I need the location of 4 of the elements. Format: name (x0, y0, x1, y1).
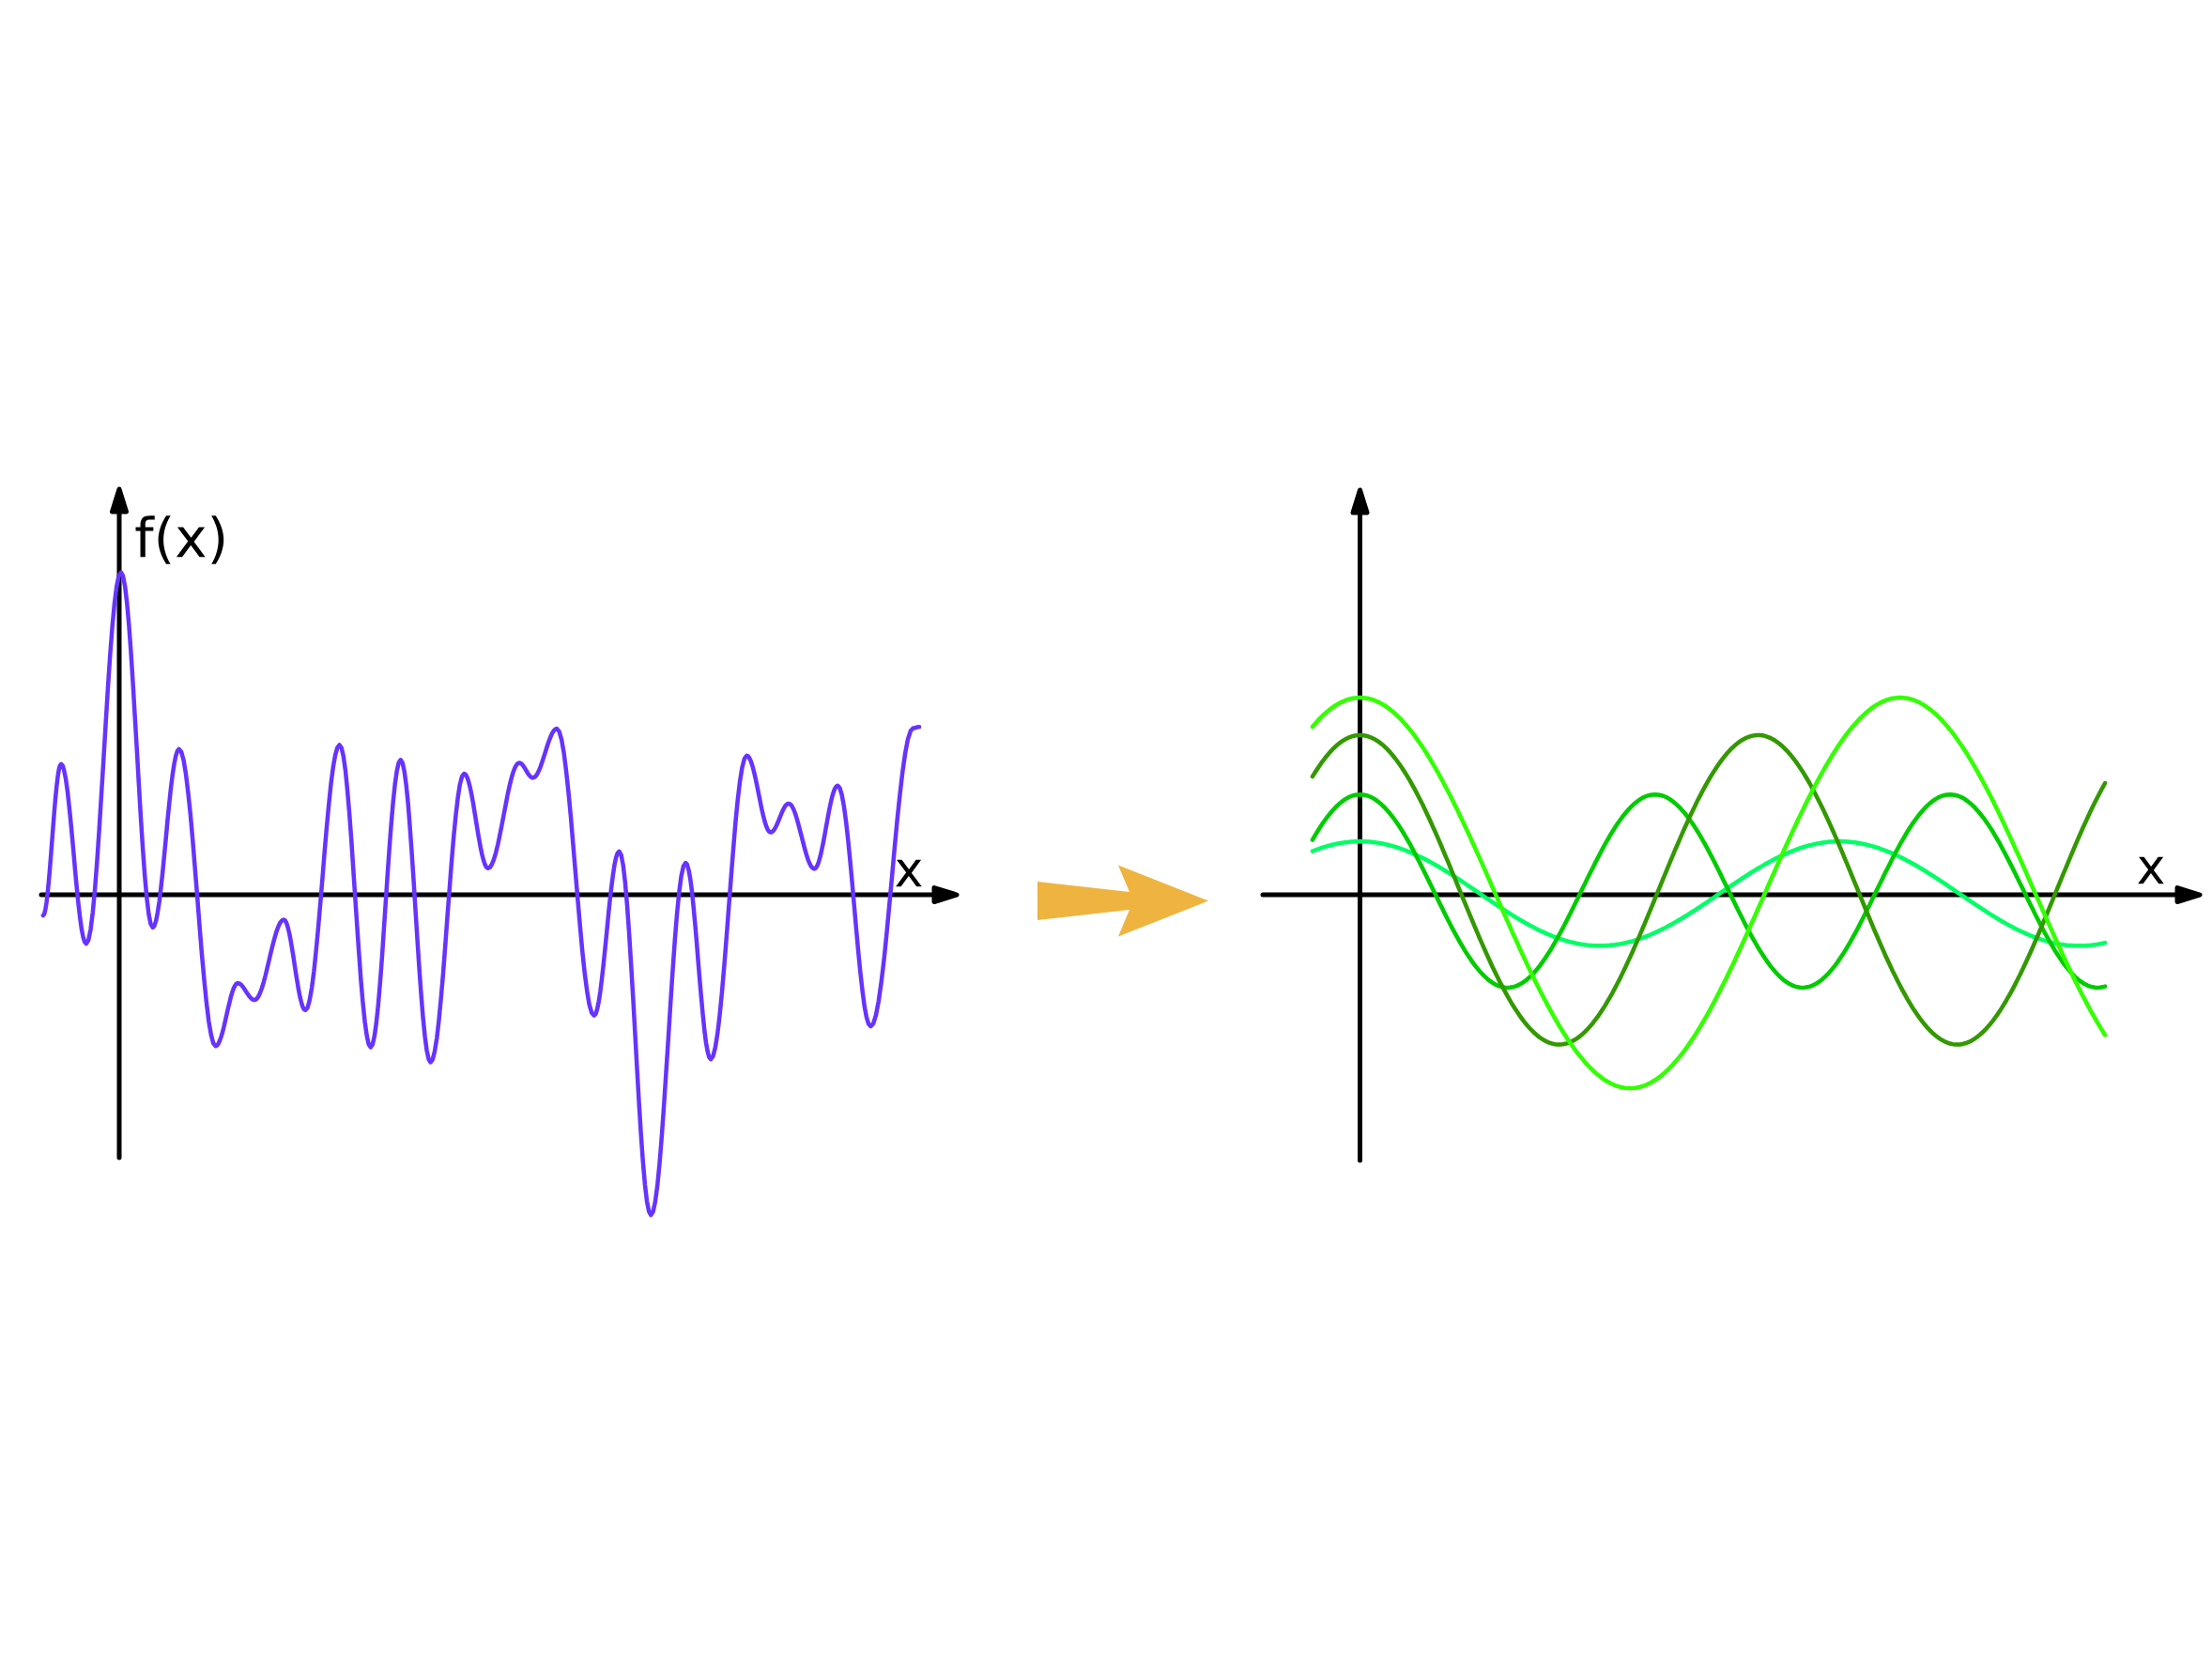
block-arrow (1037, 865, 1208, 937)
axis-label: x (896, 859, 922, 887)
axis-label: x (2138, 856, 2164, 884)
axis-label: f(x) (135, 515, 224, 564)
